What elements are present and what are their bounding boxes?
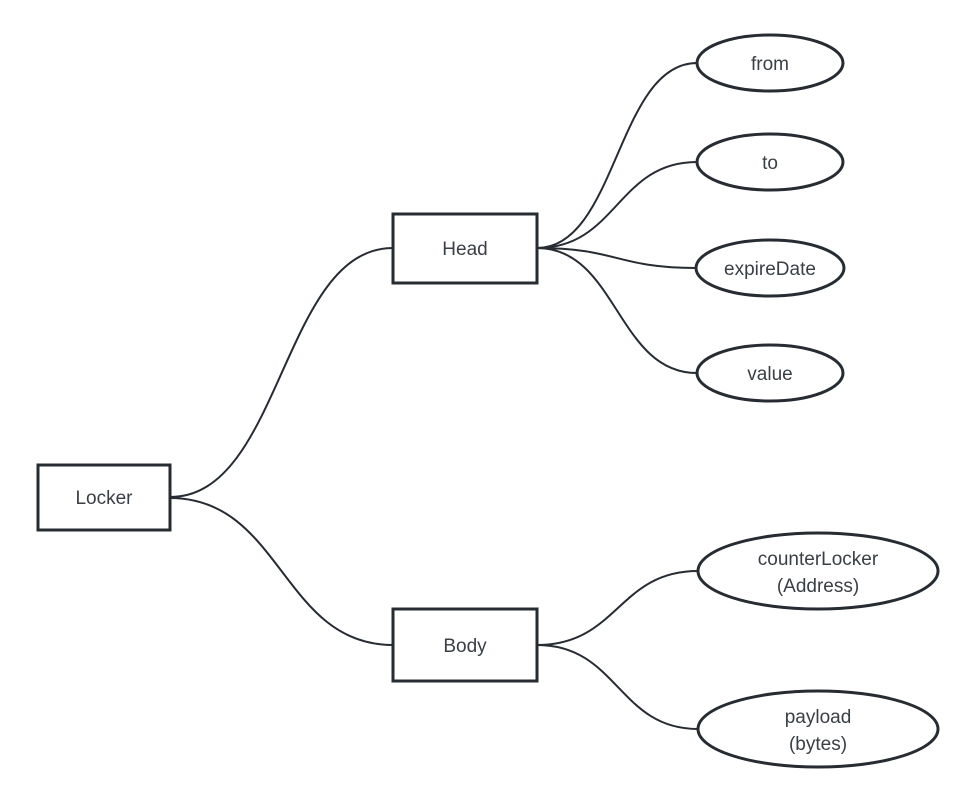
edge-body-payload	[536, 644, 699, 730]
edge-head-to	[536, 161, 698, 249]
counterlocker-label-line1: counterLocker	[758, 549, 879, 570]
node-expiredate: expireDate	[694, 238, 846, 298]
value-ellipse	[695, 343, 845, 403]
edge-head-value	[536, 247, 698, 374]
payload-ellipse	[696, 689, 940, 769]
node-value: value	[695, 343, 845, 403]
value-label: value	[747, 364, 792, 385]
node-body: Body	[391, 607, 539, 683]
from-ellipse	[695, 33, 845, 93]
edge-head-from	[536, 62, 698, 249]
head-box	[391, 212, 539, 285]
edge-locker-body	[169, 497, 394, 646]
from-label: from	[751, 54, 789, 75]
locker-box	[36, 463, 172, 532]
node-counterlocker: counterLocker (Address)	[696, 531, 940, 611]
node-head: Head	[391, 212, 539, 285]
edge-locker-head	[169, 247, 394, 498]
head-label: Head	[442, 239, 487, 260]
locker-label: Locker	[75, 488, 133, 509]
node-payload: payload (bytes)	[696, 689, 940, 769]
to-label: to	[762, 153, 778, 174]
edge-head-expiredate	[536, 247, 697, 269]
expiredate-label: expireDate	[724, 259, 816, 280]
body-box	[391, 607, 539, 683]
edge-body-counterlocker	[536, 570, 699, 646]
counterlocker-label-line2: (Address)	[777, 576, 859, 597]
body-label: Body	[443, 636, 487, 657]
node-locker: Locker	[36, 463, 172, 532]
counterlocker-ellipse	[696, 531, 940, 611]
edges	[169, 62, 699, 730]
node-from: from	[695, 33, 845, 93]
payload-label-line2: (bytes)	[789, 734, 847, 755]
payload-label-line1: payload	[785, 707, 852, 728]
node-to: to	[695, 132, 845, 192]
expiredate-ellipse	[694, 238, 846, 298]
to-ellipse	[695, 132, 845, 192]
